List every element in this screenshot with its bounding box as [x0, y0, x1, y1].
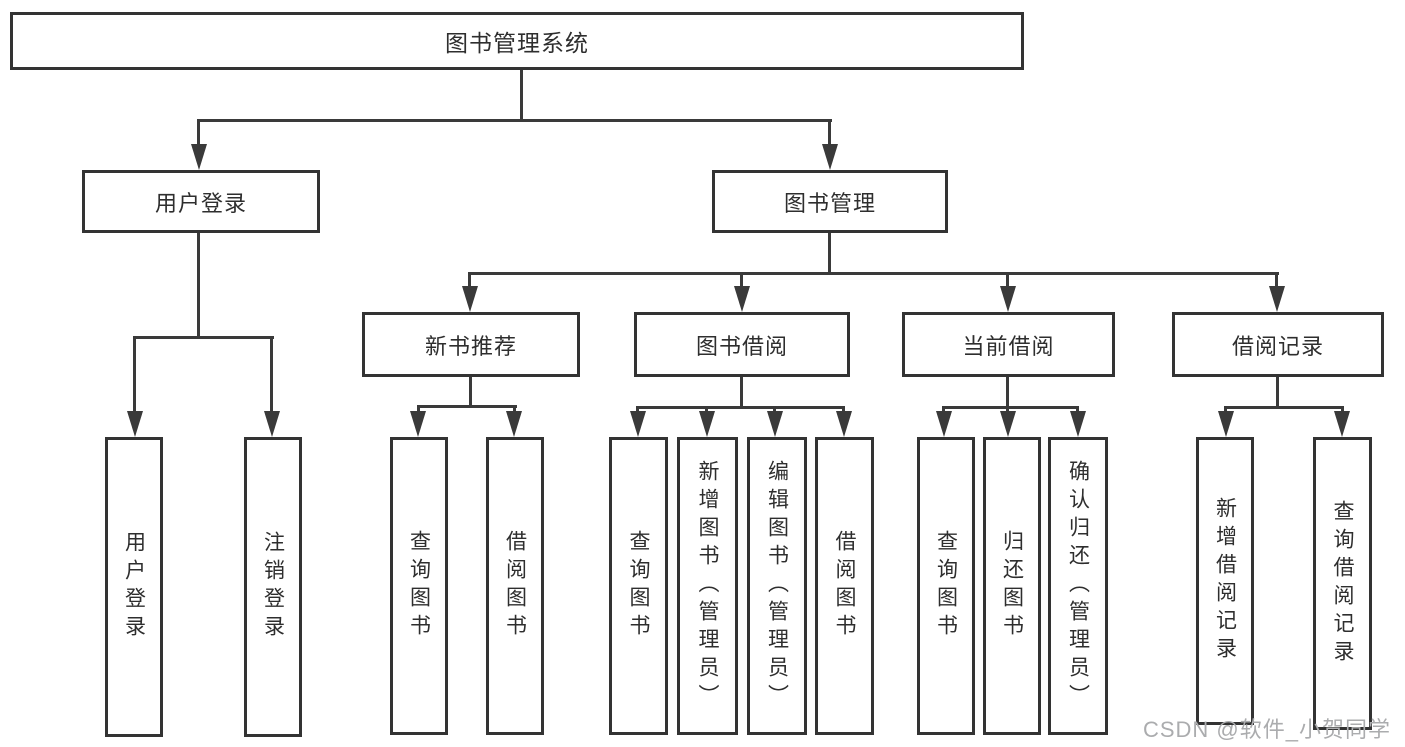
- arrowhead-icon: [767, 411, 783, 437]
- node-borrowing-records: 借阅记录: [1172, 312, 1384, 377]
- arrowhead-icon: [836, 411, 852, 437]
- node-library-system-label: 图书管理系统: [445, 30, 589, 56]
- connector-line: [270, 336, 273, 413]
- connector-line: [197, 119, 832, 122]
- connector-line: [468, 272, 471, 288]
- node-new-book-recommendation: 新书推荐: [362, 312, 580, 377]
- node-edit-books-admin-label: 编辑图书（管理员）: [765, 460, 789, 712]
- arrowhead-icon: [410, 411, 426, 437]
- connector-line: [468, 272, 1279, 275]
- arrowhead-icon: [1334, 411, 1350, 437]
- node-user-login: 用户登录: [82, 170, 320, 233]
- arrowhead-icon: [127, 411, 143, 437]
- node-book-borrowing-label: 图书借阅: [695, 333, 788, 359]
- connector-line: [520, 70, 523, 119]
- connector-line: [1341, 406, 1344, 414]
- connector-line: [1276, 377, 1279, 409]
- node-confirm-return-admin: 确认归还（管理员）: [1048, 437, 1108, 735]
- connector-line: [197, 233, 200, 338]
- connector-line: [133, 336, 136, 413]
- csdn-watermark: CSDN @软件_小贺同学: [1142, 717, 1391, 742]
- arrowhead-icon: [506, 411, 522, 437]
- connector-line: [842, 406, 845, 414]
- connector-line: [740, 272, 743, 288]
- arrowhead-icon: [630, 411, 646, 437]
- node-search-books-recommend-label: 查询图书: [407, 530, 431, 642]
- connector-line: [513, 405, 516, 415]
- connector-line: [705, 406, 708, 414]
- arrowhead-icon: [462, 286, 478, 312]
- connector-line: [469, 377, 472, 408]
- node-search-books-recommend: 查询图书: [390, 437, 448, 735]
- arrowhead-icon: [1000, 286, 1016, 312]
- node-search-books-current-label: 查询图书: [934, 530, 958, 642]
- arrowhead-icon: [1269, 286, 1285, 312]
- node-borrow-books-recommend-label: 借阅图书: [503, 530, 527, 642]
- node-book-management: 图书管理: [712, 170, 948, 233]
- connector-line: [740, 377, 743, 409]
- node-user-login-leaf-label: 用户登录: [122, 531, 146, 643]
- node-add-books-admin-label: 新增图书（管理员）: [696, 460, 719, 712]
- node-confirm-return-admin-label: 确认归还（管理员）: [1066, 460, 1090, 712]
- node-current-borrowing: 当前借阅: [902, 312, 1115, 377]
- connector-line: [1076, 406, 1079, 414]
- node-add-books-admin: 新增图书（管理员）: [677, 437, 738, 735]
- node-edit-books-admin: 编辑图书（管理员）: [747, 437, 807, 735]
- connector-line: [1224, 406, 1344, 409]
- node-add-borrow-record: 新增借阅记录: [1196, 437, 1254, 725]
- arrowhead-icon: [822, 144, 838, 170]
- connector-line: [417, 405, 420, 415]
- connector-line: [773, 406, 776, 414]
- connector-line: [636, 406, 639, 414]
- connector-line: [1006, 406, 1009, 414]
- node-library-system: 图书管理系统: [10, 12, 1024, 70]
- node-add-borrow-record-label: 新增借阅记录: [1213, 497, 1237, 665]
- connector-line: [133, 336, 274, 339]
- connector-line: [636, 406, 845, 409]
- connector-line: [1275, 272, 1278, 288]
- arrowhead-icon: [264, 411, 280, 437]
- node-logout: 注销登录: [244, 437, 302, 737]
- arrowhead-icon: [1000, 411, 1016, 437]
- node-borrow-books-label: 借阅图书: [833, 530, 856, 642]
- arrowhead-icon: [1218, 411, 1234, 437]
- node-return-books: 归还图书: [983, 437, 1041, 735]
- connector-line: [1224, 406, 1227, 414]
- node-search-books-borrowing-label: 查询图书: [627, 530, 650, 642]
- node-user-login-label: 用户登录: [154, 190, 247, 216]
- node-book-borrowing: 图书借阅: [634, 312, 850, 377]
- node-current-borrowing-label: 当前借阅: [962, 333, 1055, 359]
- arrowhead-icon: [699, 411, 715, 437]
- node-logout-label: 注销登录: [261, 531, 285, 643]
- connector-line: [828, 119, 831, 146]
- node-user-login-leaf: 用户登录: [105, 437, 163, 737]
- node-search-books-current: 查询图书: [917, 437, 975, 735]
- connector-line: [197, 119, 200, 146]
- connector-line: [1006, 377, 1009, 409]
- node-search-books-borrowing: 查询图书: [609, 437, 668, 735]
- node-return-books-label: 归还图书: [1000, 530, 1024, 642]
- arrowhead-icon: [1070, 411, 1086, 437]
- node-borrow-books: 借阅图书: [815, 437, 874, 735]
- arrowhead-icon: [191, 144, 207, 170]
- node-search-borrow-record-label: 查询借阅记录: [1331, 499, 1354, 668]
- arrowhead-icon: [734, 286, 750, 312]
- connector-line: [942, 406, 945, 414]
- node-borrow-books-recommend: 借阅图书: [486, 437, 544, 735]
- connector-line: [417, 405, 517, 408]
- node-borrowing-records-label: 借阅记录: [1231, 333, 1324, 359]
- connector-line: [942, 406, 1079, 409]
- connector-line: [828, 233, 831, 275]
- node-book-management-label: 图书管理: [783, 190, 876, 216]
- connector-line: [1006, 272, 1009, 288]
- node-search-borrow-record: 查询借阅记录: [1313, 437, 1372, 730]
- arrowhead-icon: [936, 411, 952, 437]
- node-new-book-recommendation-label: 新书推荐: [424, 333, 517, 359]
